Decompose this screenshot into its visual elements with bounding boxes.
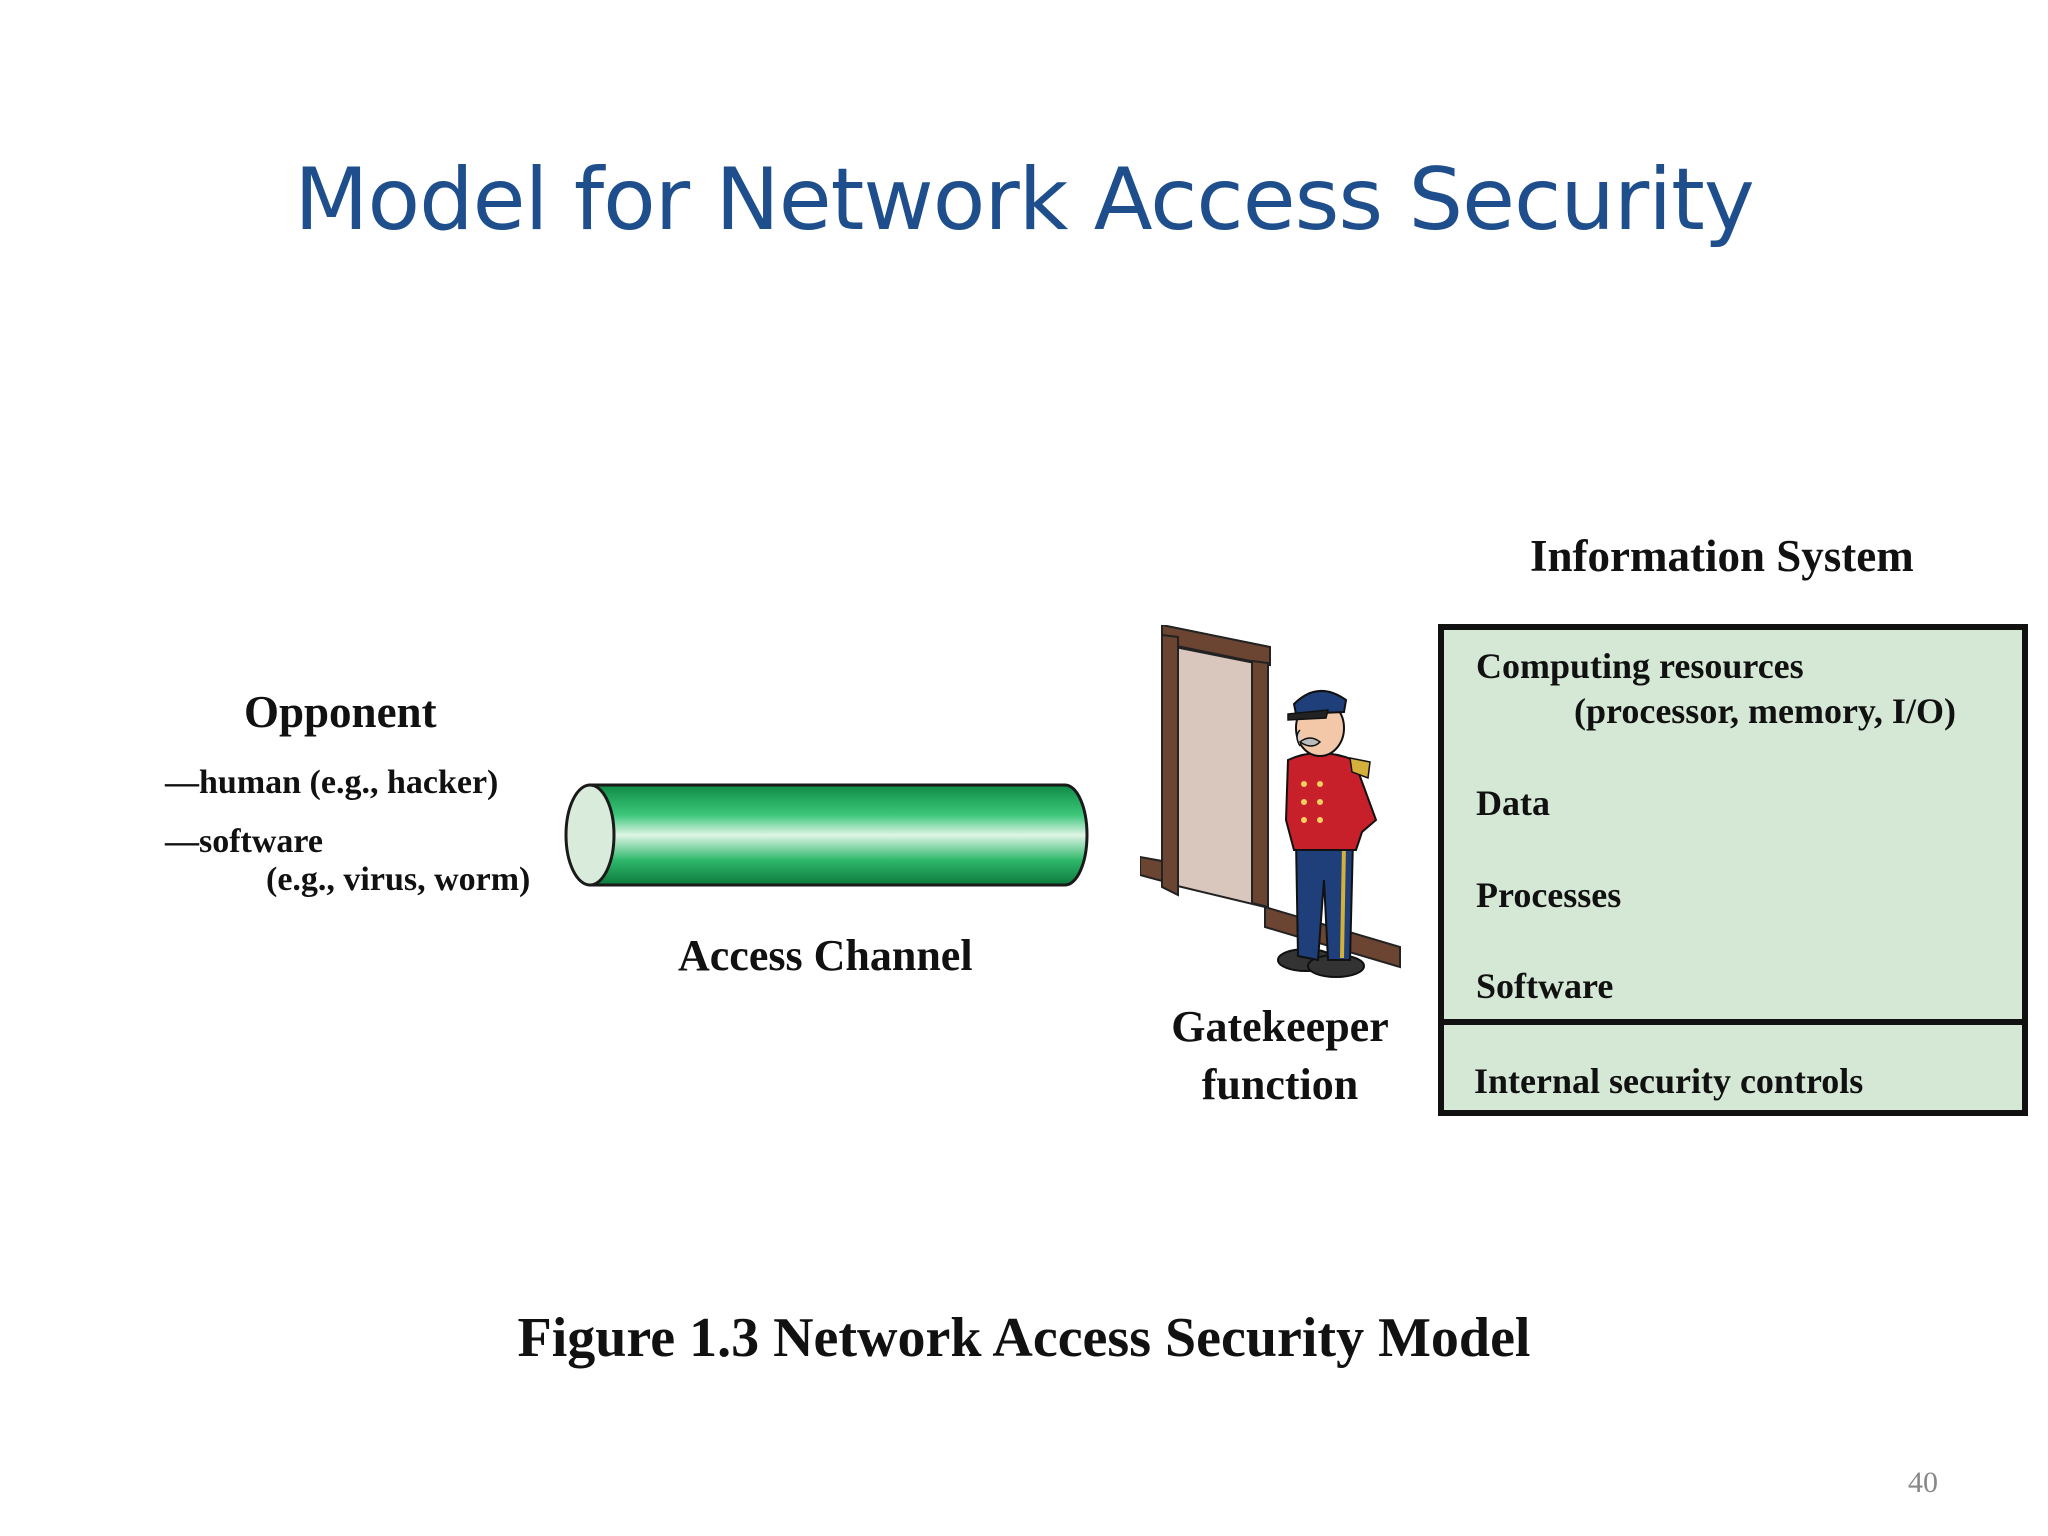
opponent-line-human: —human (e.g., hacker) <box>165 764 499 801</box>
opponent-line-software-examples: (e.g., virus, worm) <box>266 861 531 898</box>
opponent-line-software: —software <box>165 823 323 860</box>
slide-title: Model for Network Access Security <box>294 150 1754 250</box>
access-channel-label: Access Channel <box>678 931 973 980</box>
information-system-box: Computing resources (processor, memory, … <box>1438 624 2028 1116</box>
controls-divider <box>1444 1019 2022 1025</box>
internal-security-controls: Internal security controls <box>1474 1061 1864 1101</box>
item-data: Data <box>1476 783 1550 823</box>
access-channel-pipe <box>564 783 1089 887</box>
figure-caption: Figure 1.3 Network Access Security Model <box>517 1307 1531 1369</box>
information-system-title: Information System <box>1530 531 1914 581</box>
item-software: Software <box>1476 966 1614 1006</box>
item-computing-resources: Computing resources <box>1476 646 1804 686</box>
item-computing-resources-detail: (processor, memory, I/O) <box>1574 691 1956 731</box>
item-processes: Processes <box>1476 875 1622 915</box>
opponent-title: Opponent <box>244 687 437 737</box>
gatekeeper-label-line1: Gatekeeper <box>1171 1002 1389 1051</box>
gatekeeper-figure <box>1277 690 1378 978</box>
gatekeeper-label-line2: function <box>1201 1060 1359 1109</box>
gatekeeper-label: Gatekeeper function <box>1140 998 1420 1114</box>
page-number: 40 <box>1908 1466 1938 1499</box>
